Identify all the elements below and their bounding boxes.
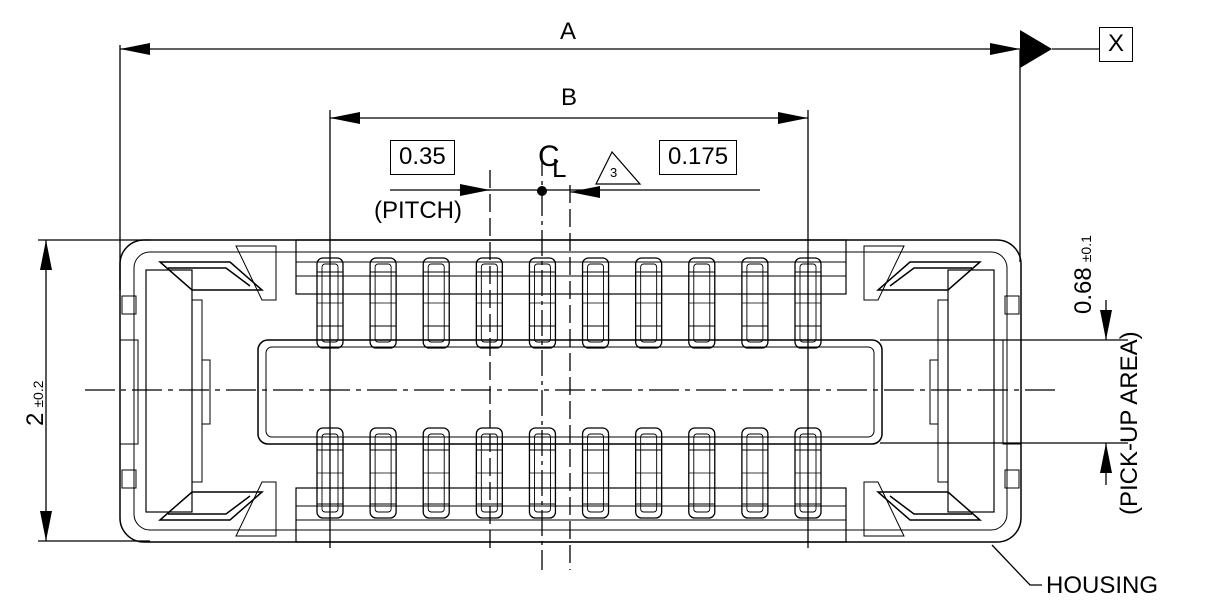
terminal-top-2: [369, 257, 397, 349]
terminal-top-9: [741, 257, 769, 349]
terminal-top-1: [316, 257, 344, 349]
terminal-top-10: [794, 257, 822, 349]
terminal-top-3: [422, 257, 450, 349]
note-3-label: 3: [610, 165, 618, 180]
terminal-bottom-6: [581, 427, 610, 519]
pickup-value-label: 0.68±0.1: [1070, 235, 1097, 314]
terminal-top-6: [581, 257, 610, 349]
dimension-a-label: A: [560, 18, 577, 45]
terminal-top-8: [688, 257, 716, 349]
dimension-b-label: B: [561, 84, 578, 111]
dimension-b: [329, 110, 809, 548]
housing: [119, 239, 1022, 543]
terminal-array: [316, 257, 822, 519]
housing-leader: [991, 544, 1042, 586]
terminal-bottom-1: [316, 427, 344, 519]
terminal-top-7: [635, 257, 663, 349]
terminal-top-4: [475, 257, 503, 349]
terminal-bottom-7: [635, 427, 663, 519]
centerline-sub: L: [552, 153, 567, 183]
width-dimension: [38, 239, 150, 542]
datum-x-box: X: [1099, 27, 1134, 62]
pickup-dimension: [880, 300, 1128, 485]
terminal-bottom-4: [475, 427, 503, 519]
offset-value-box: 0.175: [659, 140, 738, 175]
terminal-bottom-10: [794, 427, 822, 519]
terminal-bottom-5: [528, 427, 557, 519]
terminal-bottom-3: [422, 427, 450, 519]
terminal-top-5: [528, 257, 557, 349]
width-label: 2±0.2: [22, 380, 49, 426]
housing-callout: HOUSING: [1046, 572, 1159, 599]
pitch-value-box: 0.35: [390, 140, 455, 175]
terminal-bottom-9: [741, 427, 769, 519]
dimension-a: [119, 30, 1100, 290]
centerline-symbol: C: [538, 140, 560, 173]
terminal-bottom-2: [369, 427, 397, 519]
terminal-bottom-8: [688, 427, 716, 519]
pickup-area-label: (PICK-UP AREA): [1116, 331, 1143, 515]
pitch-label: (PITCH): [374, 197, 462, 224]
